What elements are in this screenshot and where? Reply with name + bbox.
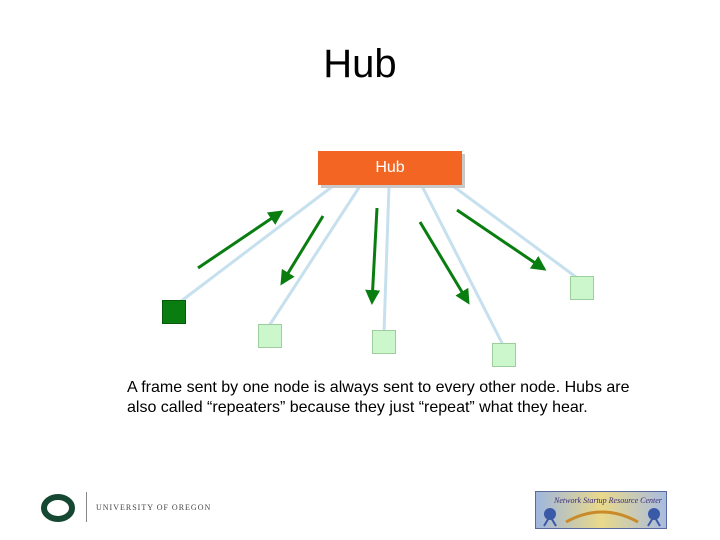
- nsrc-logo-text: Network Startup Resource Center: [554, 496, 662, 505]
- arrow-hub-to-node-5: [456, 208, 547, 271]
- nsrc-logo: Network Startup Resource Center: [535, 491, 667, 529]
- caption-text: A frame sent by one node is always sent …: [127, 379, 630, 416]
- link-to-sender: [175, 184, 334, 307]
- arrow-hub-to-node-4: [418, 221, 470, 305]
- footer-divider: [86, 492, 87, 522]
- nsrc-logo-graphic: [543, 508, 661, 527]
- slide-title: Hub: [323, 42, 397, 86]
- hub-box: Hub: [318, 151, 462, 185]
- link-to-node-4: [420, 185, 505, 346]
- link-to-node-5: [452, 184, 581, 282]
- receiver-node: [570, 276, 594, 300]
- receiver-node: [492, 343, 516, 367]
- arrow-hub-to-node-3: [365, 207, 381, 305]
- arrow-hub-to-node-2: [280, 215, 325, 286]
- university-name: UNIVERSITY OF OREGON: [96, 503, 212, 512]
- arrow-sender-to-hub: [197, 210, 284, 270]
- university-of-oregon-logo: [41, 494, 75, 522]
- sender-node: [162, 300, 186, 324]
- receiver-node: [372, 330, 396, 354]
- link-to-node-3: [382, 185, 391, 333]
- link-to-node-2: [267, 185, 362, 327]
- receiver-node: [258, 324, 282, 348]
